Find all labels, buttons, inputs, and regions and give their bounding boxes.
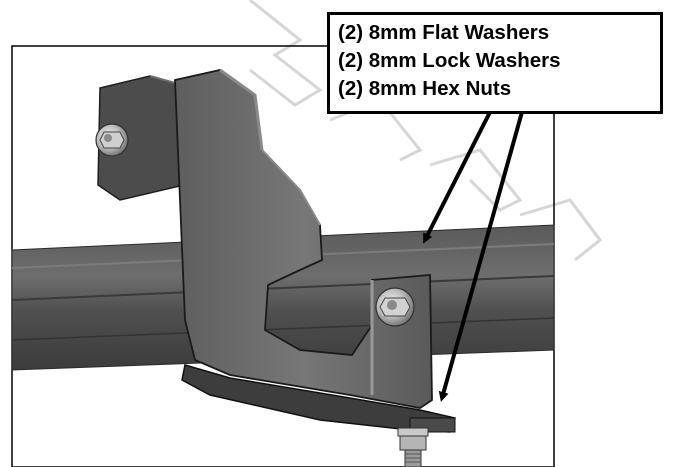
hardware-callout: (2) 8mm Flat Washers (2) 8mm Lock Washer… [327, 12, 663, 114]
upper-bolt-icon [95, 123, 129, 157]
lower-hex-nut-icon [397, 427, 429, 467]
rail-bolt-icon [375, 287, 415, 327]
callout-line-lock-washers: (2) 8mm Lock Washers [338, 49, 561, 72]
bracket-plate [174, 68, 433, 409]
arrow-to-nut-icon [438, 111, 524, 402]
callout-line-hex-nuts: (2) 8mm Hex Nuts [338, 77, 512, 100]
callout-arrows [423, 111, 524, 402]
arrow-to-rail-icon [423, 111, 492, 244]
bracket-flange [181, 364, 456, 433]
callout-line-flat-washers: (2) 8mm Flat Washers [338, 21, 550, 44]
